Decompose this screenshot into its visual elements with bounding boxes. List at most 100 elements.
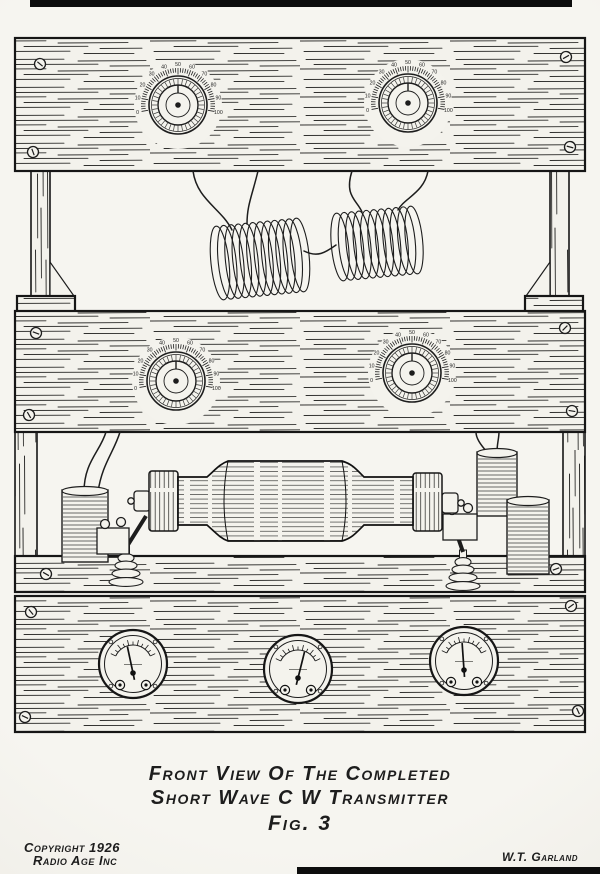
inductance-coils <box>209 205 424 301</box>
dial-scale-number: 50 <box>405 60 411 66</box>
right-corner-brace <box>524 260 551 297</box>
dial-scale-number: 60 <box>189 64 195 70</box>
dial-scale-number: 0 <box>136 110 139 116</box>
binding-post <box>99 518 111 530</box>
figure-number: Fig. 3 <box>268 812 332 835</box>
left-corner-brace <box>49 260 76 297</box>
dial-scale-number: 70 <box>199 347 205 353</box>
dial-scale-number: 50 <box>175 62 181 68</box>
dial-scale-number: 100 <box>214 110 223 116</box>
wire <box>397 170 429 211</box>
left-tube-nub <box>133 490 151 512</box>
right-tube-tip <box>457 499 465 507</box>
screw-head <box>563 140 577 154</box>
dial-scale-number: 70 <box>435 339 441 345</box>
dial-scale-number: 80 <box>211 82 217 88</box>
right-foot-block <box>523 294 585 314</box>
wire <box>303 244 337 255</box>
dial-scale-number: 70 <box>201 71 207 77</box>
screw-head <box>33 57 47 71</box>
dial-scale-number: 60 <box>423 332 429 338</box>
dial-scale-number: 50 <box>173 338 179 344</box>
dial-scale-number: 50 <box>409 330 415 336</box>
scan-strip-top <box>30 0 572 7</box>
wire <box>348 170 363 213</box>
scan-strip-bottom <box>297 867 600 874</box>
dial-scale-number: 10 <box>135 96 141 102</box>
transmitting-tube-assembly <box>96 460 478 555</box>
dial-scale-number: 100 <box>444 108 453 114</box>
screw-head <box>24 605 38 619</box>
dial-scale-number: 80 <box>445 350 451 356</box>
dial-scale-number: 30 <box>379 69 385 75</box>
wire <box>246 170 259 225</box>
dial-scale-number: 10 <box>133 372 139 378</box>
right-end-cap <box>412 472 443 532</box>
dial-scale-number: 60 <box>187 340 193 346</box>
tube-body <box>177 460 414 542</box>
dial-scale-number: 20 <box>138 358 144 364</box>
dial-scale-number: 100 <box>212 386 221 392</box>
dial-scale-number: 0 <box>370 378 373 384</box>
dial-scale-number: 10 <box>369 364 375 370</box>
binding-post <box>462 502 474 514</box>
screw-head <box>22 408 36 422</box>
screw-head <box>558 321 572 335</box>
screw-head <box>564 599 578 613</box>
panel-meter <box>97 628 169 700</box>
copyright-line-1: Copyright 1926 <box>24 840 120 855</box>
baseboard-shelf <box>13 554 587 594</box>
dial-scale-number: 90 <box>449 364 455 370</box>
left-side-rail <box>30 170 51 299</box>
panel-meters <box>97 625 500 705</box>
right-tube-nub <box>441 492 459 514</box>
dial-scale-number: 90 <box>213 372 219 378</box>
right-side-rail <box>549 170 570 299</box>
dial-scale-number: 20 <box>140 82 146 88</box>
dial-scale-number: 40 <box>391 62 397 68</box>
screw-head <box>39 567 53 581</box>
left-foot-block <box>15 294 77 314</box>
dial-scale-number: 30 <box>149 71 155 77</box>
panel-screws <box>18 50 585 724</box>
dial-scale-number: 30 <box>383 339 389 345</box>
screw-head <box>26 145 40 159</box>
wire <box>83 431 107 493</box>
dial-scale-number: 100 <box>448 378 457 384</box>
dial-scale-number: 90 <box>215 96 221 102</box>
dial-scale-number: 30 <box>147 347 153 353</box>
hookup-wires <box>83 170 500 493</box>
dial-scale-number: 40 <box>159 340 165 346</box>
panel-meter <box>428 625 500 697</box>
screw-head <box>549 562 563 576</box>
dial-scale-number: 10 <box>365 94 371 100</box>
top-panel <box>13 36 587 173</box>
middle-panel <box>13 309 587 434</box>
dial-scale-number: 60 <box>419 62 425 68</box>
right-frame-post <box>562 431 586 559</box>
screw-head <box>559 50 573 64</box>
left-terminal-block <box>96 527 130 555</box>
dial-scale-number: 0 <box>134 386 137 392</box>
standoff-insulators <box>108 545 481 591</box>
binding-post <box>115 516 127 528</box>
left-frame-post <box>14 431 38 559</box>
artist-credit: W.T. Garland <box>502 850 578 864</box>
left-end-cap <box>148 470 179 532</box>
screw-head <box>29 326 43 340</box>
tube-seam <box>341 460 347 542</box>
dial-scale-number: 40 <box>161 64 167 70</box>
helical-coil <box>330 205 424 282</box>
screw-head <box>18 710 32 724</box>
right-terminal-block <box>442 513 478 541</box>
dial-scale-number: 40 <box>395 332 401 338</box>
copyright-line-2: Radio Age Inc <box>33 853 117 868</box>
dial-scale-number: 70 <box>431 69 437 75</box>
tube-seam <box>223 460 229 542</box>
panel-meter <box>262 633 334 705</box>
